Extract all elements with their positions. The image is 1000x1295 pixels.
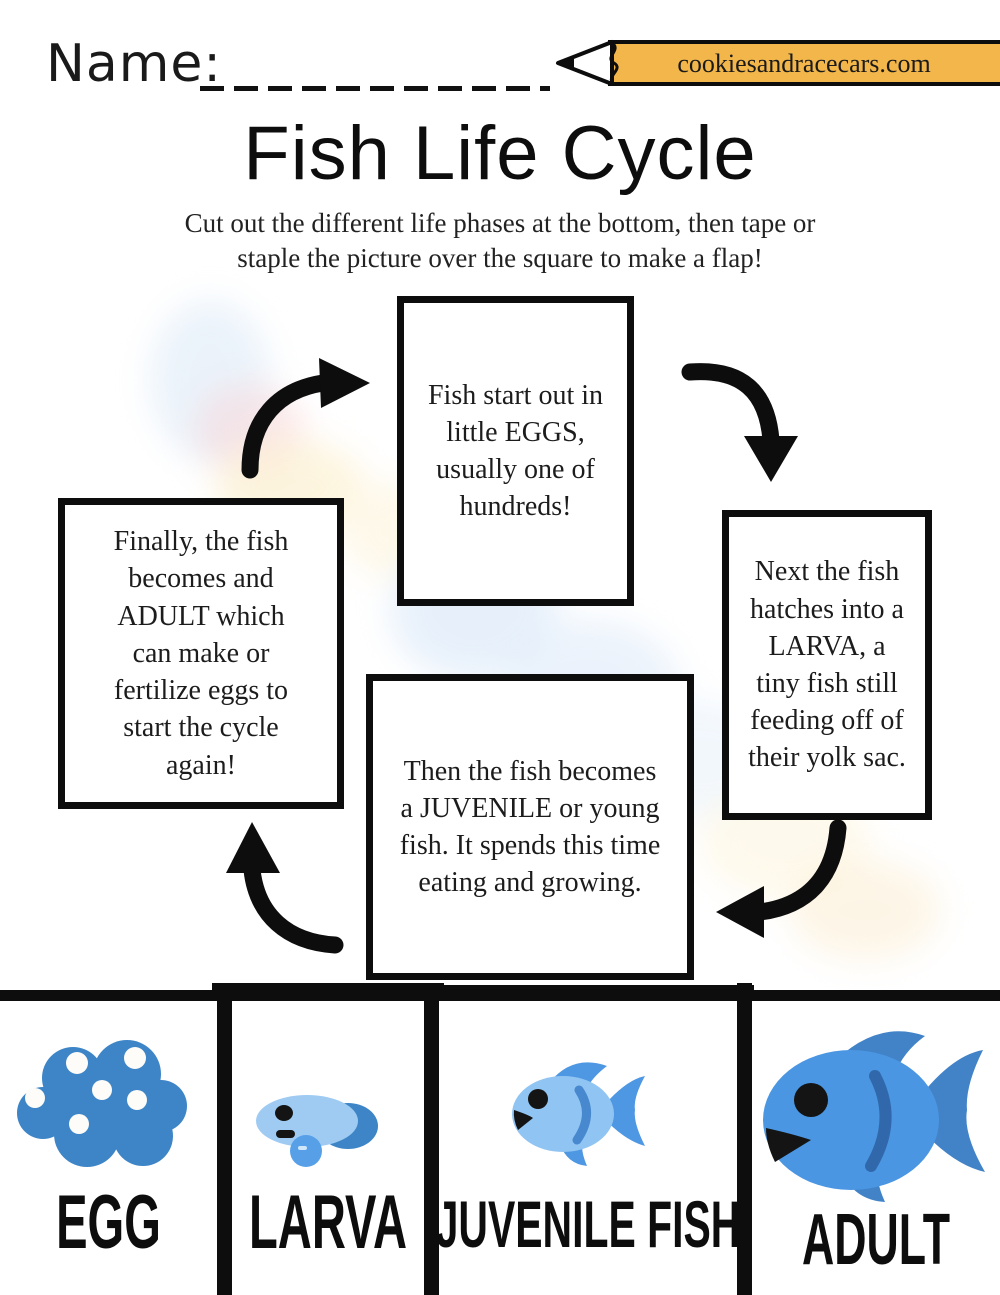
cutout-divider xyxy=(424,983,439,1295)
larva-label: LARVA xyxy=(249,1179,407,1265)
cutout-divider xyxy=(217,983,232,1295)
adult-label: ADULT xyxy=(802,1200,950,1280)
juvenile-box-top-border xyxy=(424,985,754,997)
cycle-arrow-down-icon xyxy=(681,363,798,482)
larva-icon xyxy=(256,1095,378,1167)
adult-step-text: Finally, the fish becomes and ADULT whic… xyxy=(113,526,289,781)
pencil-icon: cookiesandracecars.com xyxy=(556,40,1000,86)
juvenile-fish-label: JUVENILE FISH xyxy=(435,1187,741,1261)
larva-box-top-border xyxy=(212,983,444,995)
cycle-box-juvenile: Then the fish becomes a JUVENILE or youn… xyxy=(366,674,694,980)
name-blank-line xyxy=(200,86,550,91)
cycle-box-larva: Next the fish hatches into a LARVA, a ti… xyxy=(722,510,932,820)
name-label: Name: xyxy=(46,34,222,94)
pencil-lead xyxy=(557,56,574,70)
cycle-box-adult: Finally, the fish becomes and ADULT whic… xyxy=(58,498,344,809)
cycle-arrow-left-icon xyxy=(716,819,847,938)
cycle-arrow-up-right-icon xyxy=(241,358,370,479)
egg-cluster-icon xyxy=(17,1040,187,1167)
cutout-divider xyxy=(737,983,752,1295)
page-instructions: Cut out the different life phases at the… xyxy=(184,208,816,274)
cycle-box-egg: Fish start out in little EGGS, usually o… xyxy=(397,296,634,606)
egg-label: EGG xyxy=(56,1179,161,1265)
juvenile-fish-icon xyxy=(512,1062,645,1166)
adult-fish-icon xyxy=(763,1031,985,1202)
website-text: cookiesandracecars.com xyxy=(677,49,930,78)
juvenile-step-text: Then the fish becomes a JUVENILE or youn… xyxy=(399,755,661,899)
cycle-arrow-up-icon xyxy=(226,822,344,954)
egg-step-text: Fish start out in little EGGS, usually o… xyxy=(427,379,603,523)
pencil-wood-edge xyxy=(609,41,619,85)
page-title: Fish Life Cycle xyxy=(243,111,757,196)
larva-step-text: Next the fish hatches into a LARVA, a ti… xyxy=(748,556,906,774)
